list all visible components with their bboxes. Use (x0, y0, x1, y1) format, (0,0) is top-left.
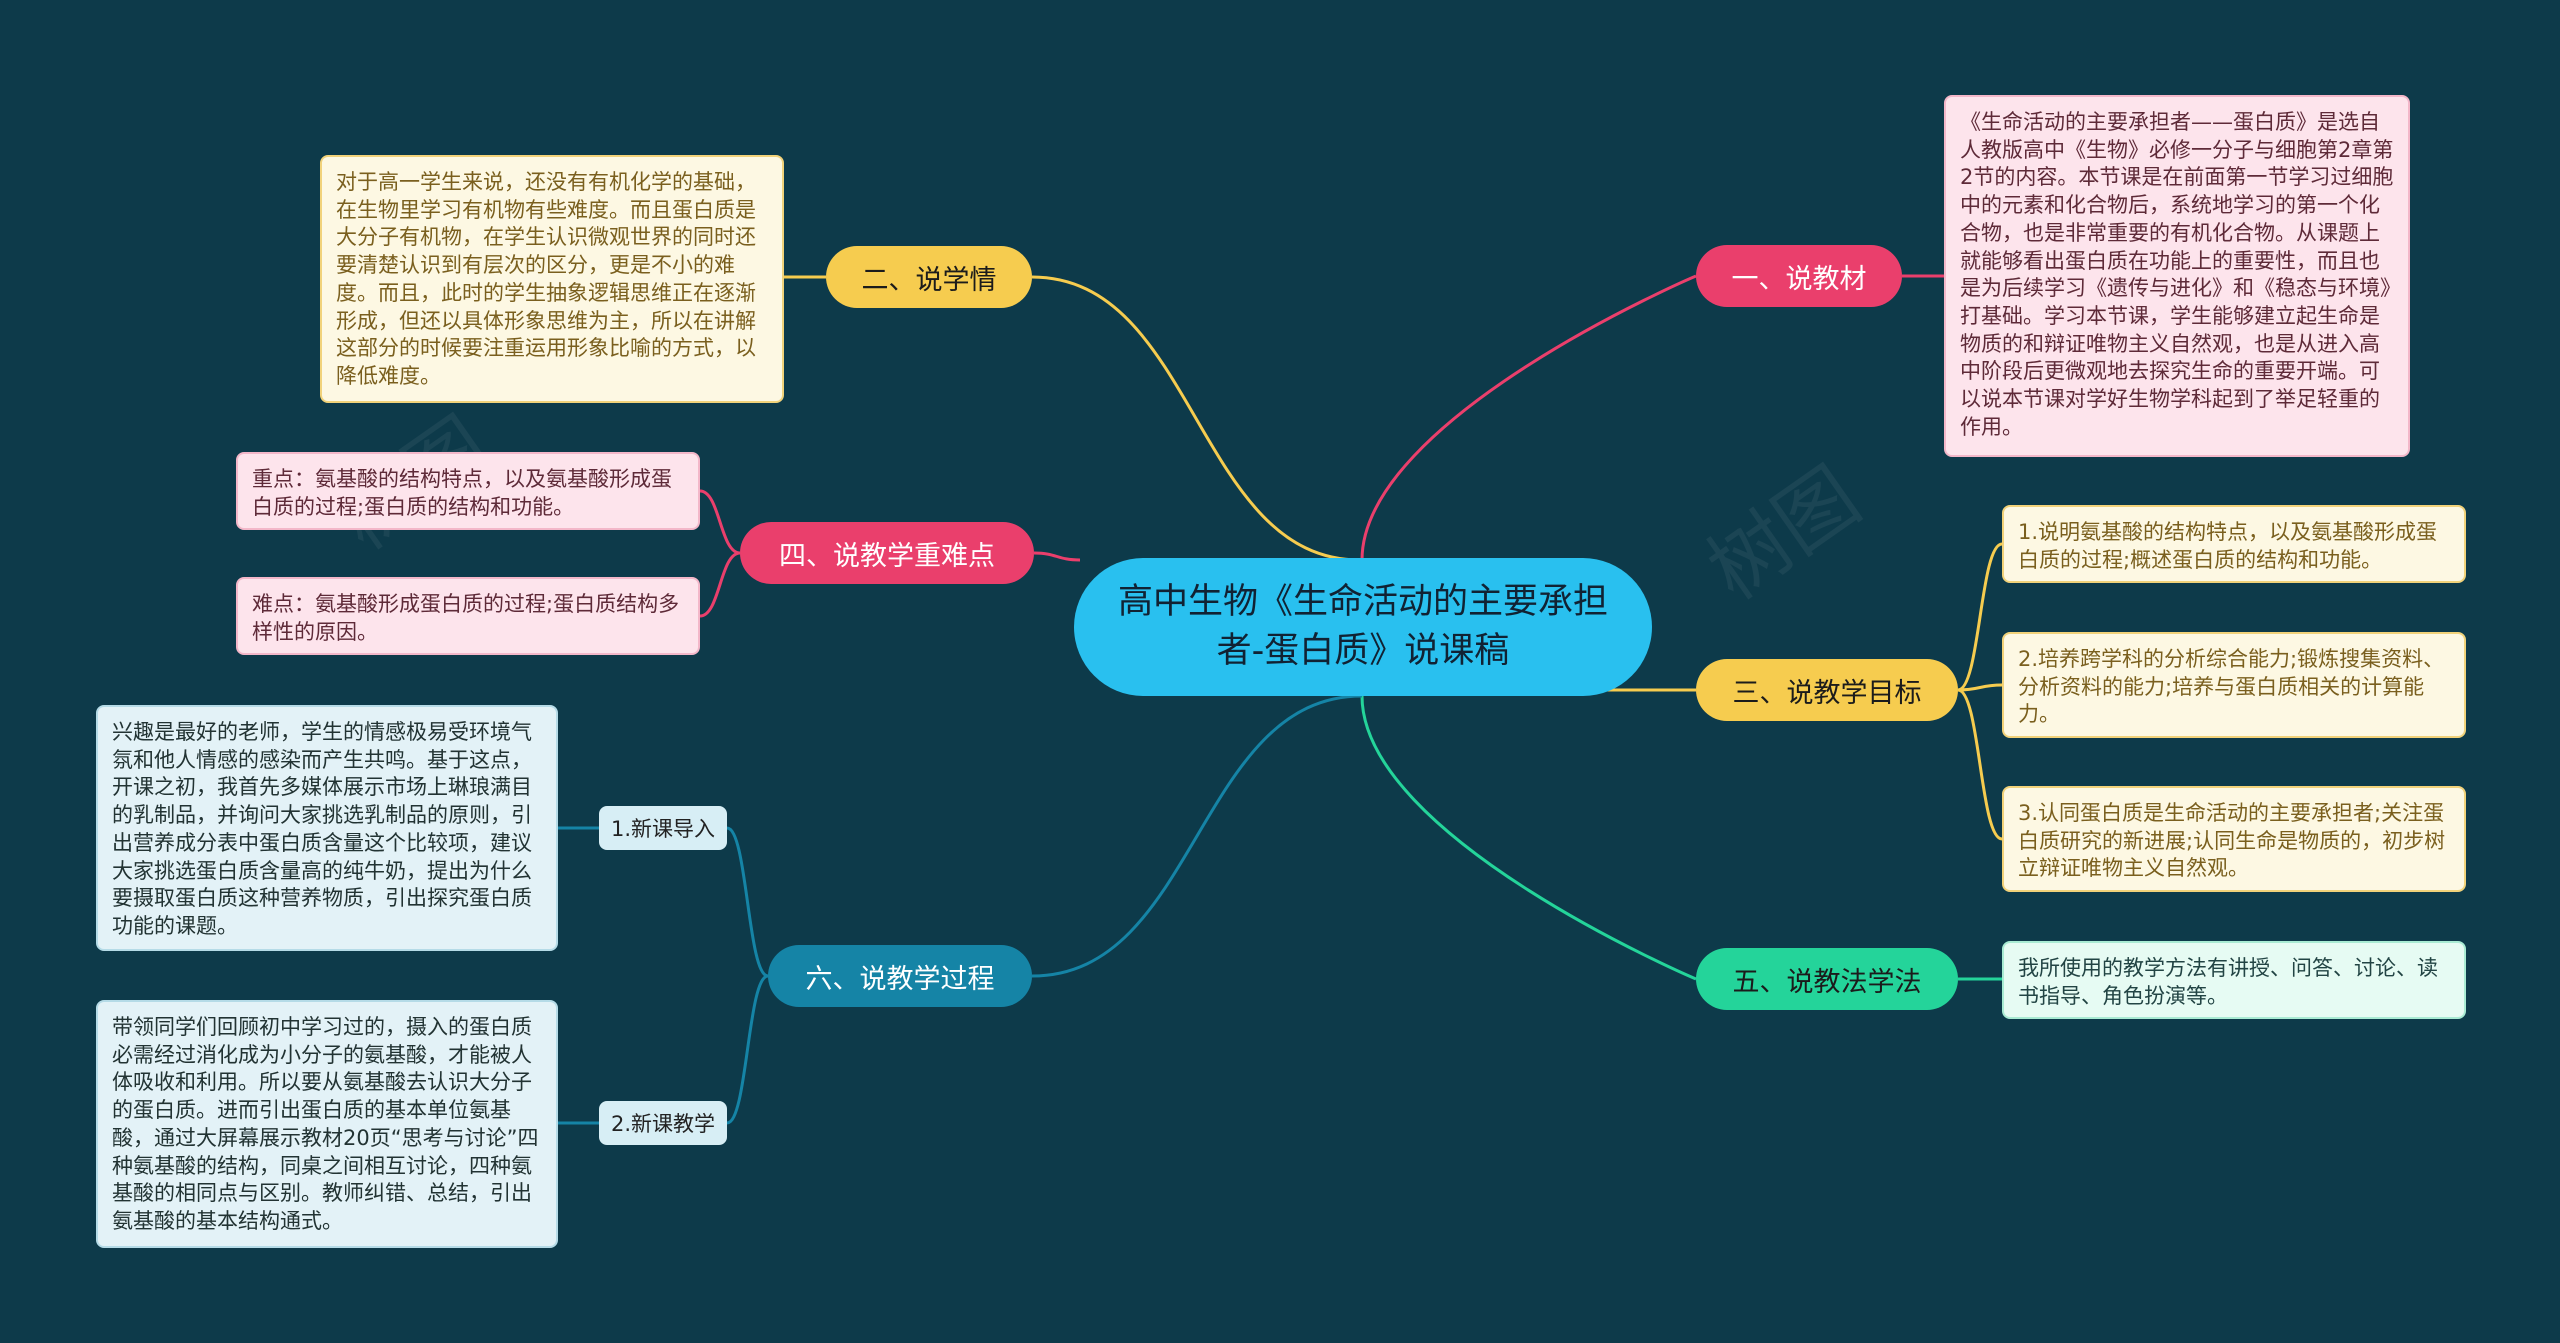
branch-label: 二、说学情 (861, 264, 997, 296)
link-b6-sub1 (726, 826, 769, 978)
note-key-points: 重点：氨基酸的结构特点，以及氨基酸形成蛋白质的过程;蛋白质的结构和功能。 (236, 452, 700, 530)
sub-new-lesson-teaching[interactable]: 2.新课教学 (599, 1101, 727, 1145)
note-new-lesson-intro: 兴趣是最好的老师，学生的情感极易受环境气氛和他人情感的感染而产生共鸣。基于这点，… (96, 705, 558, 951)
note-teaching-methods: 我所使用的教学方法有讲授、问答、讨论、读书指导、角色扮演等。 (2002, 941, 2466, 1019)
note-objective-2: 2.培养跨学科的分析综合能力;锻炼搜集资料、分析资料的能力;培养与蛋白质相关的计… (2002, 632, 2466, 738)
link-b3-note1 (1957, 542, 2003, 692)
note-text: 重点：氨基酸的结构特点，以及氨基酸形成蛋白质的过程;蛋白质的结构和功能。 (252, 467, 672, 519)
note-text: 《生命活动的主要承担者——蛋白质》是选自人教版高中《生物》必修一分子与细胞第2章… (1960, 110, 2394, 439)
link-b4-note1 (699, 489, 741, 555)
branch-label: 六、说教学过程 (805, 963, 995, 995)
branch-teaching-material[interactable]: 一、说教材 (1696, 245, 1902, 307)
central-topic[interactable]: 高中生物《生命活动的主要承担者-蛋白质》说课稿 (1074, 558, 1652, 696)
branch-label: 五、说教法学法 (1732, 966, 1922, 998)
link-b4-note2 (699, 551, 741, 618)
branch-label: 四、说教学重难点 (779, 540, 995, 572)
branch-label: 三、说教学目标 (1732, 677, 1922, 709)
link-b1 (1360, 274, 1697, 561)
note-teaching-material: 《生命活动的主要承担者——蛋白质》是选自人教版高中《生物》必修一分子与细胞第2章… (1944, 95, 2410, 457)
branch-teaching-methods[interactable]: 五、说教法学法 (1696, 948, 1958, 1010)
note-text: 难点：氨基酸形成蛋白质的过程;蛋白质结构多样性的原因。 (252, 592, 680, 644)
central-topic-label: 高中生物《生命活动的主要承担者-蛋白质》说课稿 (1117, 582, 1608, 671)
note-learner-analysis: 对于高一学生来说，还没有有机化学的基础，在生物里学习有机物有些难度。而且蛋白质是… (320, 155, 784, 403)
note-new-lesson-teaching: 带领同学们回顾初中学习过的，摄入的蛋白质必需经过消化成为小分子的氨基酸，才能被人… (96, 1000, 558, 1248)
branch-teaching-objectives[interactable]: 三、说教学目标 (1696, 659, 1958, 721)
note-text: 对于高一学生来说，还没有有机化学的基础，在生物里学习有机物有些难度。而且蛋白质是… (336, 170, 756, 389)
note-objective-1: 1.说明氨基酸的结构特点，以及氨基酸形成蛋白质的过程;概述蛋白质的结构和功能。 (2002, 505, 2466, 583)
note-difficulties: 难点：氨基酸形成蛋白质的过程;蛋白质结构多样性的原因。 (236, 577, 700, 655)
note-text: 2.培养跨学科的分析综合能力;锻炼搜集资料、分析资料的能力;培养与蛋白质相关的计… (2018, 647, 2445, 727)
note-text: 带领同学们回顾初中学习过的，摄入的蛋白质必需经过消化成为小分子的氨基酸，才能被人… (112, 1015, 539, 1234)
note-objective-3: 3.认同蛋白质是生命活动的主要承担者;关注蛋白质研究的新进展;认同生命是物质的，… (2002, 786, 2466, 892)
note-text: 兴趣是最好的老师，学生的情感极易受环境气氛和他人情感的感染而产生共鸣。基于这点，… (112, 720, 532, 939)
note-text: 1.说明氨基酸的结构特点，以及氨基酸形成蛋白质的过程;概述蛋白质的结构和功能。 (2018, 520, 2438, 572)
link-b2 (1031, 275, 1361, 562)
branch-key-difficulties[interactable]: 四、说教学重难点 (740, 522, 1034, 584)
link-b3-note3 (1957, 688, 2003, 841)
note-text: 我所使用的教学方法有讲授、问答、讨论、读书指导、角色扮演等。 (2018, 956, 2438, 1008)
branch-learner-analysis[interactable]: 二、说学情 (826, 246, 1032, 308)
link-b6-sub2 (726, 974, 769, 1125)
note-text: 3.认同蛋白质是生命活动的主要承担者;关注蛋白质研究的新进展;认同生命是物质的，… (2018, 801, 2446, 881)
sub-label: 2.新课教学 (610, 1112, 716, 1136)
link-b3-note2 (1957, 683, 2003, 692)
sub-new-lesson-intro[interactable]: 1.新课导入 (599, 806, 727, 850)
branch-label: 一、说教材 (1731, 263, 1867, 295)
sub-label: 1.新课导入 (610, 817, 716, 841)
branch-teaching-process[interactable]: 六、说教学过程 (768, 945, 1032, 1007)
link-b4 (1033, 551, 1081, 562)
link-b6 (1031, 694, 1363, 978)
link-b5 (1360, 695, 1697, 981)
